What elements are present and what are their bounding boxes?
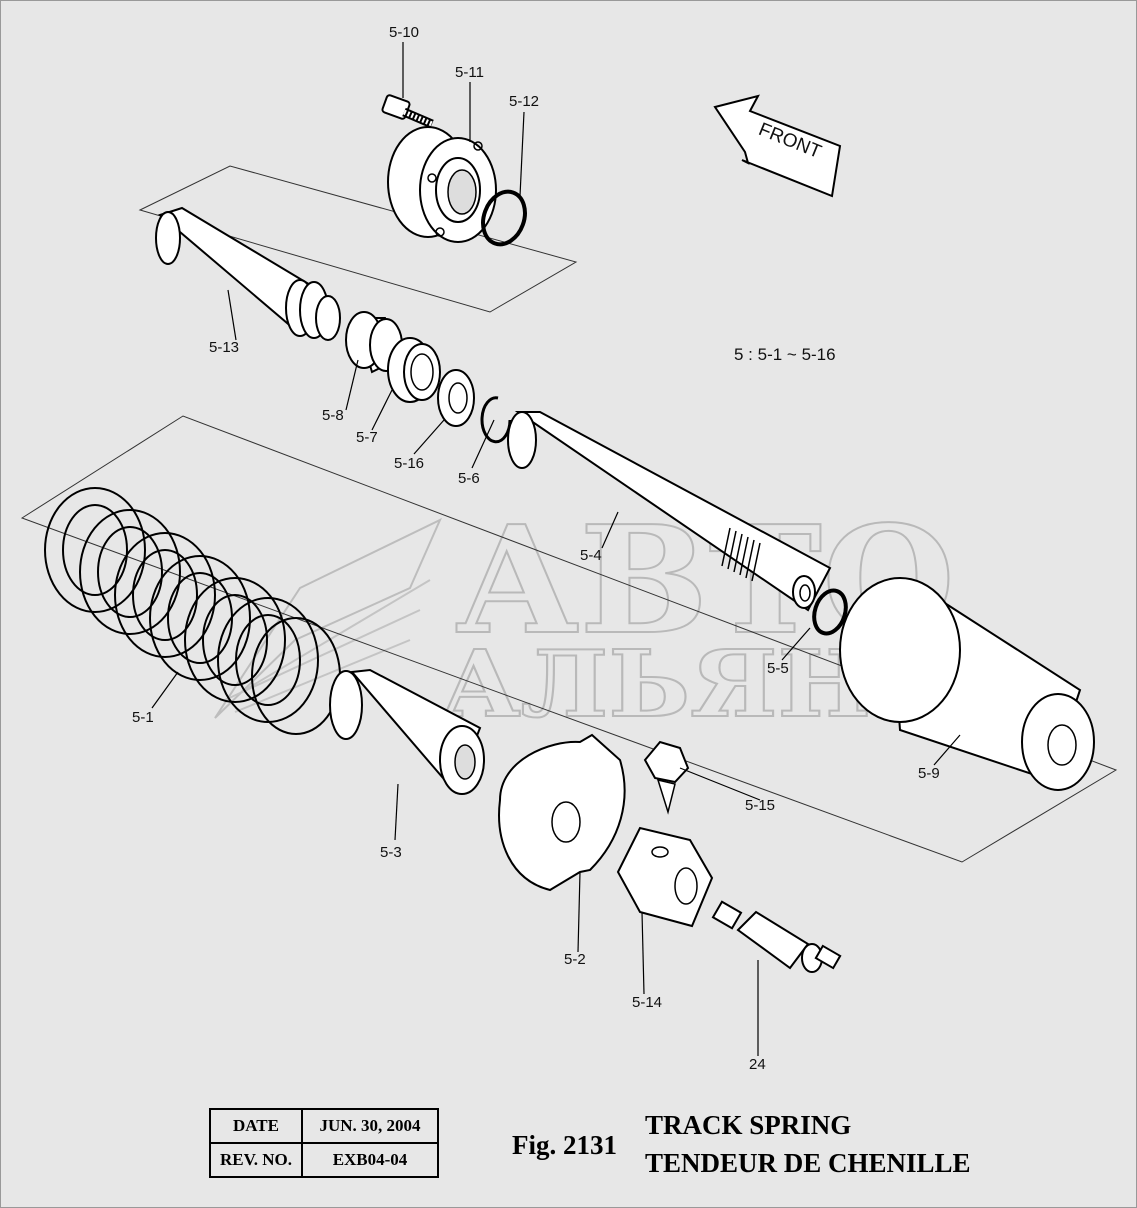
part-sleeve-5-3 [329,668,485,795]
part-snapring-5-6 [480,396,512,444]
revision-row: REV. NO. EXB04-04 [209,1142,439,1178]
label-5-12: 5-12 [509,93,539,110]
label-5-16: 5-16 [394,455,424,472]
label-5-13: 5-13 [209,339,239,356]
part-seal-5-7 [387,337,441,403]
part-spring-5-1 [44,487,341,735]
label-5-14: 5-14 [632,994,662,1011]
figure-number: Fig. 2131 [512,1130,617,1160]
label-5-1: 5-1 [132,709,154,726]
revision-info-table: DATE JUN. 30, 2004 REV. NO. EXB04-04 [209,1108,439,1178]
date-label: DATE [209,1108,303,1144]
label-5-15: 5-15 [745,797,775,814]
part-fitting-24 [711,900,842,973]
main-assembly-outline [20,415,1118,863]
front-direction-arrow: FRONT [713,94,842,198]
label-5-2: 5-2 [564,951,586,968]
label-5-6: 5-6 [458,470,480,487]
figure-title-french: TENDEUR DE CHENILLE [645,1148,971,1178]
date-row: DATE JUN. 30, 2004 [209,1108,439,1144]
label-5-10: 5-10 [389,24,419,41]
part-washer-5-16 [437,369,475,427]
part-plug-5-15 [643,740,690,815]
revision-label: REV. NO. [209,1142,303,1178]
part-cylinder-5-13 [155,206,341,341]
label-5-3: 5-3 [380,844,402,861]
leader-lines [151,42,961,1056]
label-5-4: 5-4 [580,547,602,564]
part-oring-5-5 [812,588,848,636]
label-5-11: 5-11 [455,64,484,81]
part-bracket-5-2 [498,733,626,892]
revision-value: EXB04-04 [301,1142,439,1178]
part-labels: 5-10 5-11 5-12 5-13 5-8 5-7 5-16 5-6 5-4… [132,24,940,1073]
watermark-logo-wing [214,517,443,719]
label-5-7: 5-7 [356,429,378,446]
upper-assembly-outline [138,165,578,313]
label-5-9: 5-9 [918,765,940,782]
label-24: 24 [749,1056,766,1073]
part-block-5-14 [616,826,714,928]
part-bolt-5-10 [381,94,434,129]
watermark-logo-lines [224,579,431,713]
part-oring-5-12 [481,189,527,247]
part-yoke-5-9 [839,577,1095,791]
part-rod-5-4 [507,411,832,612]
part-cover-5-11 [387,126,497,243]
figure-title-english: TRACK SPRING [645,1110,852,1140]
label-5-8: 5-8 [322,407,344,424]
kit-range-note: 5 : 5-1 ~ 5-16 [734,345,836,364]
label-5-5: 5-5 [767,660,789,677]
date-value: JUN. 30, 2004 [301,1108,439,1144]
